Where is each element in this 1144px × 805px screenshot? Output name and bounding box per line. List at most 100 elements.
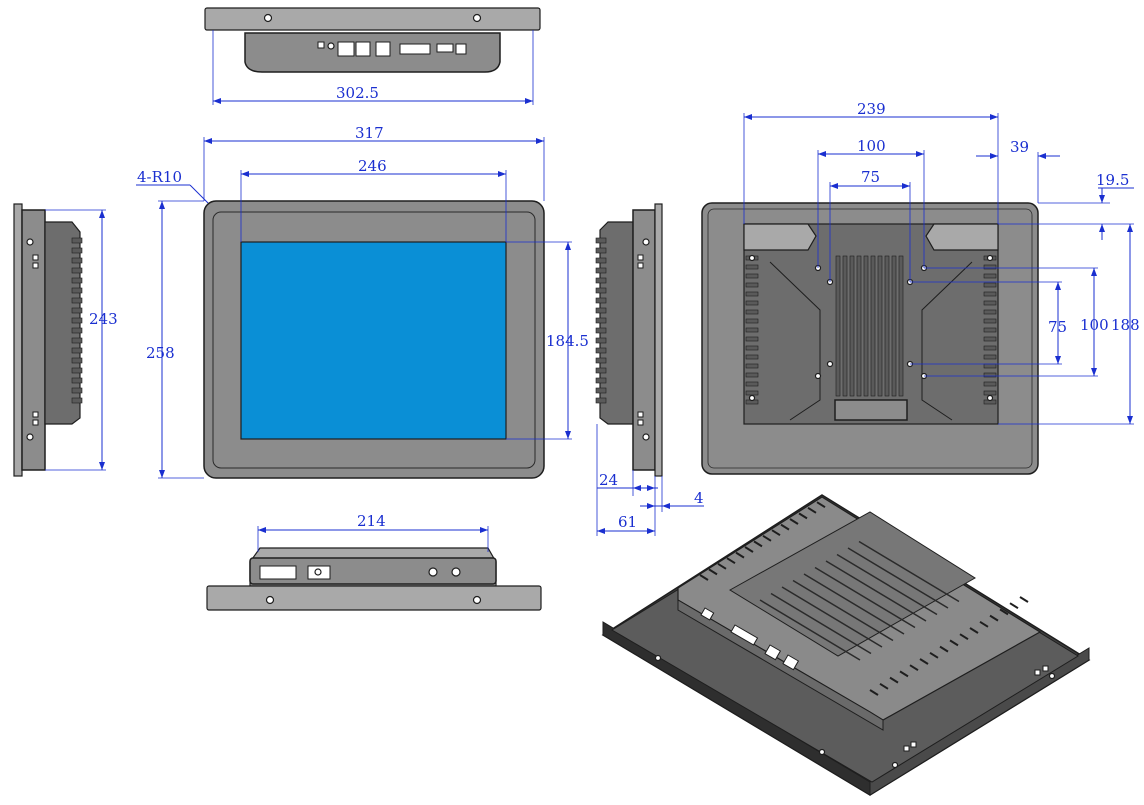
right-side-view bbox=[595, 203, 663, 477]
heatsink-fin bbox=[929, 651, 939, 659]
dim-overall-height: 258 bbox=[146, 200, 204, 479]
heatsink-fin bbox=[745, 309, 759, 315]
heatsink-fin bbox=[1009, 602, 1019, 610]
heatsink-fin bbox=[781, 586, 883, 648]
front-view bbox=[203, 200, 545, 479]
heatsink-fin bbox=[979, 620, 989, 628]
heatsink-fin bbox=[595, 357, 607, 364]
heatsink-fin bbox=[745, 363, 759, 369]
heatsink-fin bbox=[983, 381, 997, 387]
heatsink-fin bbox=[71, 297, 83, 304]
heatsink-fin bbox=[595, 257, 607, 264]
dim-vesa-100-h: 100 bbox=[817, 137, 925, 268]
heatsink-fin bbox=[753, 540, 763, 548]
heatsink-fin bbox=[835, 255, 841, 397]
heatsink-fin bbox=[869, 689, 879, 696]
dim-rear-height: 188 bbox=[998, 224, 1140, 425]
heatsink-fin bbox=[825, 560, 927, 622]
heatsink-fin bbox=[877, 255, 883, 397]
label-239: 239 bbox=[857, 100, 886, 118]
heatsink-fin bbox=[745, 390, 759, 396]
heatsink-fin bbox=[595, 327, 607, 334]
heatsink-fin bbox=[884, 255, 890, 397]
heatsink-fin bbox=[949, 639, 959, 647]
heatsink-fin bbox=[836, 553, 938, 616]
heatsink-fin bbox=[745, 354, 759, 360]
heatsink-fin bbox=[798, 512, 808, 520]
heatsink-fin bbox=[595, 267, 607, 274]
heatsink-fin bbox=[983, 309, 997, 315]
label-100-v: 100 bbox=[1080, 316, 1109, 334]
label-4: 4 bbox=[694, 489, 704, 507]
label-39: 39 bbox=[1010, 138, 1029, 156]
heatsink-fin bbox=[999, 608, 1009, 616]
heatsink-fin bbox=[71, 347, 83, 354]
dim-screen-height: 184.5 bbox=[506, 241, 589, 440]
label-258: 258 bbox=[146, 344, 175, 362]
dim-offset-19-5: 19.5 bbox=[998, 171, 1134, 240]
heatsink-fin bbox=[745, 282, 759, 288]
heatsink-fin bbox=[595, 377, 607, 384]
heatsink-fin bbox=[71, 267, 83, 274]
dim-vesa-75-h: 75 bbox=[829, 168, 911, 282]
label-75-h: 75 bbox=[861, 168, 880, 186]
dim-bottom-width: 214 bbox=[257, 512, 489, 552]
heatsink-fin bbox=[745, 300, 759, 306]
dim-side-height: 243 bbox=[45, 209, 118, 471]
heatsink-fin bbox=[699, 574, 709, 581]
heatsink-fin bbox=[735, 551, 745, 559]
heatsink-fin bbox=[969, 627, 979, 634]
dim-overall-width: 317 bbox=[203, 124, 545, 201]
heatsink-fin bbox=[595, 387, 607, 394]
label-4-r10: 4-R10 bbox=[137, 168, 182, 186]
heatsink-fin bbox=[595, 237, 607, 244]
heatsink-fin bbox=[898, 255, 904, 397]
heatsink-fin bbox=[71, 277, 83, 284]
heatsink-fin bbox=[989, 614, 999, 622]
heatsink-fin bbox=[595, 337, 607, 344]
rear-view bbox=[701, 202, 1039, 475]
heatsink-fin bbox=[759, 599, 861, 661]
heatsink-fin bbox=[595, 397, 607, 404]
dim-corner-radius: 4-R10 bbox=[136, 168, 209, 204]
label-214: 214 bbox=[357, 512, 386, 530]
heatsink-fin bbox=[726, 557, 736, 565]
label-188: 188 bbox=[1111, 316, 1140, 334]
heatsink-fin bbox=[595, 277, 607, 284]
heatsink-fin bbox=[959, 633, 969, 641]
heatsink-fin bbox=[983, 318, 997, 324]
heatsink-fin bbox=[71, 247, 83, 254]
left-side-view bbox=[13, 203, 83, 477]
heatsink-fin bbox=[71, 287, 83, 294]
heatsink-fin bbox=[717, 562, 727, 570]
heatsink-fin bbox=[983, 273, 997, 279]
heatsink-fin bbox=[807, 506, 817, 514]
dim-offset-39: 39 bbox=[976, 138, 1060, 203]
heatsink-fin bbox=[71, 337, 83, 344]
heatsink-fin bbox=[847, 547, 949, 609]
label-61: 61 bbox=[618, 513, 637, 531]
heatsink-fin bbox=[983, 300, 997, 306]
heatsink-fin bbox=[863, 255, 869, 397]
heatsink-fin bbox=[744, 546, 754, 553]
heatsink-fin bbox=[939, 645, 949, 653]
isometric-view bbox=[601, 494, 1091, 796]
heatsink-fin bbox=[745, 381, 759, 387]
heatsink-fin bbox=[71, 307, 83, 314]
heatsink-fin bbox=[909, 664, 919, 672]
heatsink-fin bbox=[71, 397, 83, 404]
heatsink-fin bbox=[814, 566, 916, 629]
dim-top-width: 302.5 bbox=[212, 30, 534, 105]
heatsink-fin bbox=[983, 291, 997, 297]
heatsink-fin bbox=[595, 367, 607, 374]
heatsink-fin bbox=[762, 534, 772, 542]
heatsink-fin bbox=[771, 529, 781, 537]
label-243: 243 bbox=[89, 310, 118, 328]
heatsink-fin bbox=[745, 273, 759, 279]
heatsink-fin bbox=[849, 255, 855, 397]
heatsink-fin bbox=[770, 592, 872, 655]
heatsink-fin bbox=[983, 390, 997, 396]
heatsink-fin bbox=[889, 676, 899, 684]
heatsink-fin bbox=[856, 255, 862, 397]
